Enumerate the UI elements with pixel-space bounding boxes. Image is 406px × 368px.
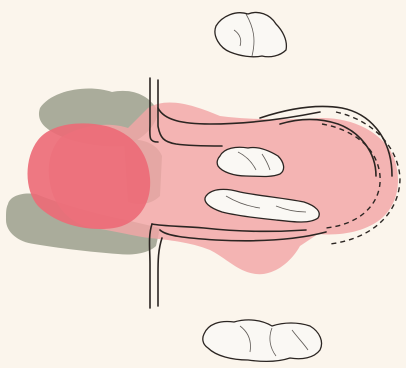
stone-bottom: [203, 320, 322, 361]
stone-bottom-body: [203, 320, 322, 361]
